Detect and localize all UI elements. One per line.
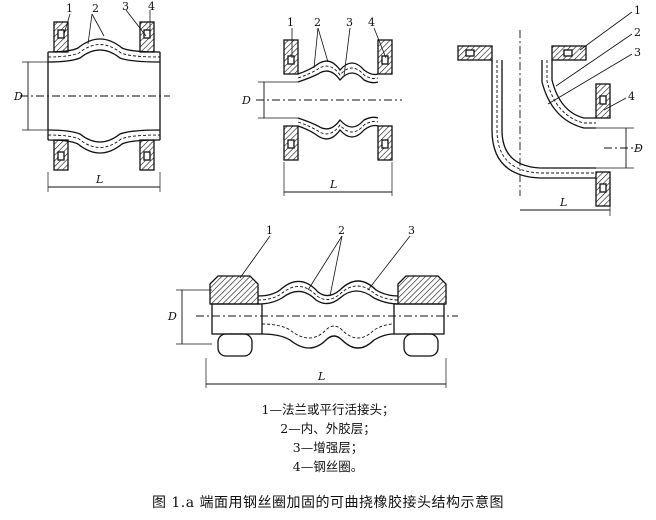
label-tr-2: 2 — [634, 26, 641, 39]
label-tm-1: 1 — [287, 16, 294, 29]
joint-top-right — [457, 11, 640, 216]
figure-caption: 图 1.a 端面用钢丝圈加固的可曲挠橡胶接头结构示意图 — [151, 495, 505, 511]
body-upper-outer — [47, 38, 161, 53]
elbow-outer — [491, 60, 596, 179]
legend-item-3: 3—增强层； — [292, 440, 364, 455]
dim-tl-d: D — [13, 90, 23, 103]
label-tl-1: 1 — [66, 2, 73, 15]
body-lower-inner — [47, 129, 161, 143]
label-b-1: 1 — [266, 224, 273, 237]
label-tr-4: 4 — [628, 90, 635, 103]
legend-item-1: 1—法兰或平行活接头； — [261, 402, 395, 417]
label-tl-2: 2 — [92, 2, 99, 15]
dim-b-l: L — [317, 370, 325, 383]
label-tm-4: 4 — [368, 16, 375, 29]
dim-b-d: D — [167, 310, 177, 323]
label-b-3: 3 — [408, 224, 415, 237]
label-b-2: 2 — [338, 224, 345, 237]
legend-item-4: 4—钢丝圈。 — [292, 459, 364, 474]
joint-bottom — [176, 235, 458, 388]
label-tr-3: 3 — [634, 46, 641, 59]
label-tl-4: 4 — [148, 0, 155, 13]
joint-top-left — [20, 9, 170, 192]
dim-tr-l: L — [559, 196, 567, 209]
dim-tm-d: D — [241, 94, 251, 107]
label-tl-3: 3 — [122, 0, 129, 13]
body-lower-outer — [47, 139, 161, 154]
joint-top-middle — [256, 27, 402, 196]
dim-tr-d: D — [633, 142, 643, 155]
elbow-inner — [501, 60, 596, 169]
label-tr-1: 1 — [634, 4, 641, 17]
legend-item-2: 2—内、外胶层； — [280, 421, 376, 436]
label-tm-3: 3 — [346, 16, 353, 29]
elbow-reducer-outer — [551, 60, 596, 119]
dim-tl-l: L — [95, 173, 103, 186]
elbow-reducer-inner — [541, 60, 596, 129]
dim-tm-l: L — [329, 178, 337, 191]
legend: 1—法兰或平行活接头； 2—内、外胶层； 3—增强层； 4—钢丝圈。 — [0, 400, 656, 476]
body-upper-inner — [47, 49, 161, 63]
label-tm-2: 2 — [314, 16, 321, 29]
